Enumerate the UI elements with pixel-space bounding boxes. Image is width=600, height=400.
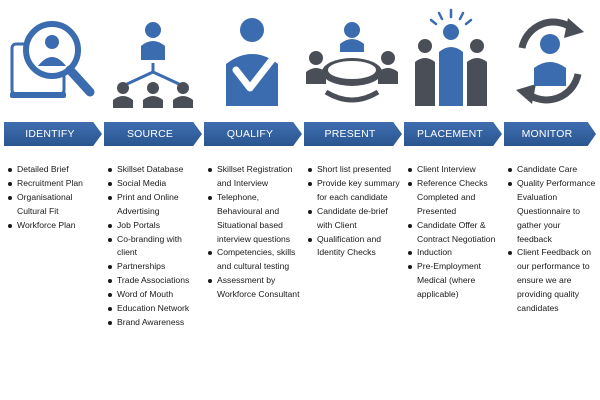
list-item: Client Interview — [408, 163, 500, 177]
stage-identify-label: IDENTIFY — [4, 122, 102, 146]
list-item: Qualification and Identity Checks — [308, 233, 400, 261]
list-item: Candidate de-brief with Client — [308, 205, 400, 233]
list-item: Skillset Registration and Interview — [208, 163, 300, 191]
list-item: Client Feedback on our performance to en… — [508, 246, 596, 316]
source-column: Skillset Database Social Media Print and… — [108, 163, 200, 330]
cycle-person-icon — [502, 8, 598, 112]
list-item: Candidate Care — [508, 163, 596, 177]
list-item: Job Portals — [108, 219, 200, 233]
stage-placement-label: PLACEMENT — [404, 122, 502, 146]
stage-qualify-label: QUALIFY — [204, 122, 302, 146]
list-item: Reference Checks Completed and Presented — [408, 177, 500, 219]
list-item: Print and Online Advertising — [108, 191, 200, 219]
list-item: Organisational Cultural Fit — [8, 191, 100, 219]
list-item: Partnerships — [108, 260, 200, 274]
list-item: Quality Performance Evaluation Questionn… — [508, 177, 596, 247]
list-item: Skillset Database — [108, 163, 200, 177]
process-chevron-row: IDENTIFY SOURCE QUALIFY PRESENT PLACEMEN… — [0, 122, 600, 148]
stage-monitor-label: MONITOR — [504, 122, 596, 146]
list-item: Workforce Plan — [8, 219, 100, 233]
checkmark-person-icon — [204, 8, 300, 112]
placement-list: Client Interview Reference Checks Comple… — [408, 163, 500, 302]
list-item: Trade Associations — [108, 274, 200, 288]
stage-source-label: SOURCE — [104, 122, 202, 146]
meeting-table-icon — [304, 8, 400, 112]
list-item: Assessment by Workforce Consultant — [208, 274, 300, 302]
list-item: Social Media — [108, 177, 200, 191]
magnifier-person-icon — [6, 8, 102, 112]
list-item: Candidate Offer & Contract Negotiation — [408, 219, 500, 247]
qualify-list: Skillset Registration and Interview Tele… — [208, 163, 300, 302]
list-item: Telephone, Behavioural and Situational b… — [208, 191, 300, 247]
list-item: Education Network — [108, 302, 200, 316]
source-list: Skillset Database Social Media Print and… — [108, 163, 200, 330]
stage-present-label: PRESENT — [304, 122, 402, 146]
identify-list: Detailed Brief Recruitment Plan Organisa… — [8, 163, 100, 233]
list-item: Recruitment Plan — [8, 177, 100, 191]
present-list: Short list presented Provide key summary… — [308, 163, 400, 260]
list-item: Word of Mouth — [108, 288, 200, 302]
monitor-list: Candidate Care Quality Performance Evalu… — [508, 163, 596, 316]
team-spotlight-icon — [403, 8, 499, 112]
list-item: Brand Awareness — [108, 316, 200, 330]
list-item: Pre-Employment Medical (where applicable… — [408, 260, 500, 302]
qualify-column: Skillset Registration and Interview Tele… — [208, 163, 300, 302]
list-item: Detailed Brief — [8, 163, 100, 177]
list-item: Provide key summary for each candidate — [308, 177, 400, 205]
list-item: Co-branding with client — [108, 233, 200, 261]
icon-row — [0, 0, 600, 118]
org-chart-icon — [105, 8, 201, 112]
monitor-column: Candidate Care Quality Performance Evalu… — [508, 163, 596, 316]
list-item: Induction — [408, 246, 500, 260]
list-item: Short list presented — [308, 163, 400, 177]
placement-column: Client Interview Reference Checks Comple… — [408, 163, 500, 302]
present-column: Short list presented Provide key summary… — [308, 163, 400, 260]
list-item: Competencies, skills and cultural testin… — [208, 246, 300, 274]
identify-column: Detailed Brief Recruitment Plan Organisa… — [8, 163, 100, 233]
